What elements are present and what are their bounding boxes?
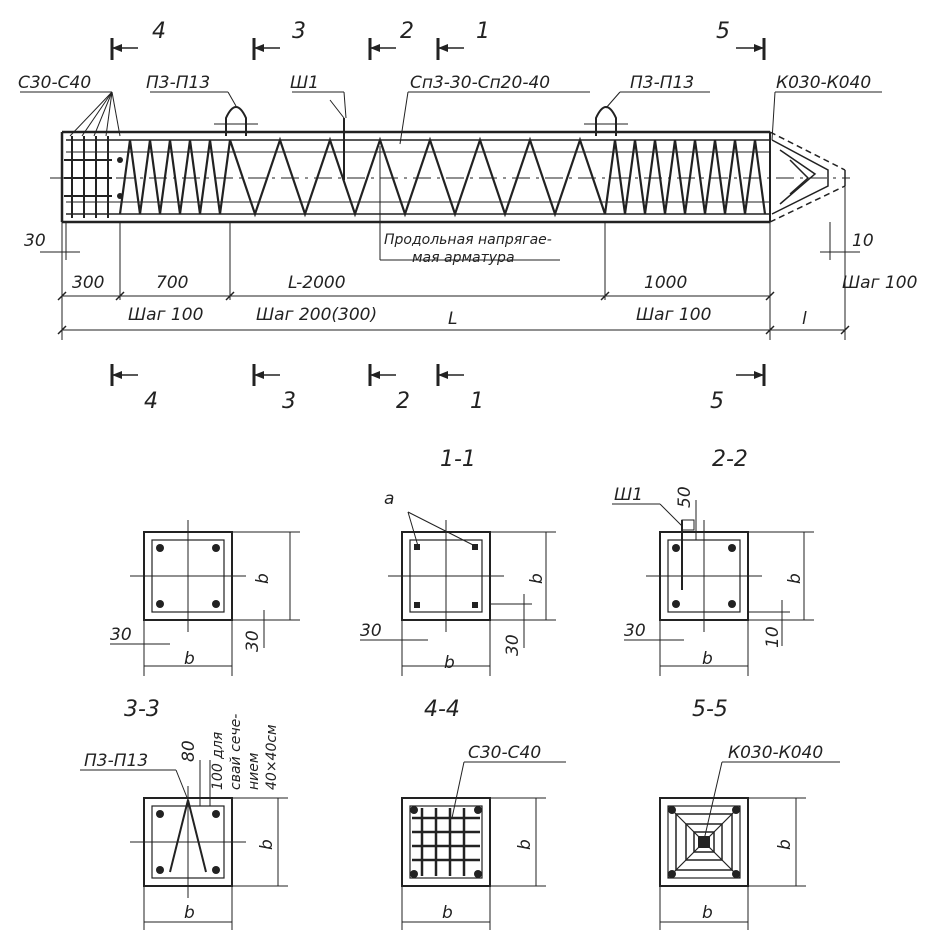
dim-700: 700 [156, 273, 188, 293]
lifting-loop-left [225, 106, 247, 136]
cut-mark-1-bottom: 1 [470, 389, 484, 414]
section-4-4: 4-4 С30-С40 b b [401, 697, 566, 930]
section-3-3-note-4: 40×40см [264, 724, 280, 790]
cut-mark-2-top: 2 [400, 19, 414, 44]
section-unnamed-dim-30: 30 [110, 625, 132, 645]
dim-L: L [448, 309, 457, 329]
section-2-2-dim-b-side: b [785, 573, 805, 584]
cut-mark-3-bottom: 3 [282, 389, 296, 414]
label-k030-k040: К030-К040 [776, 73, 871, 93]
lifting-loop-right [595, 106, 617, 136]
pile-tip [769, 131, 846, 223]
section-1-1-label-a: a [384, 489, 394, 509]
section-2-2-dim-10: 10 [763, 626, 783, 648]
cut-markers-bottom [110, 364, 766, 386]
label-c30-c40: С30-С40 [18, 73, 91, 93]
dim-step-100-right: Шаг 100 [636, 305, 711, 325]
section-1-1-dim-b: b [444, 653, 455, 673]
label-p3-p13-left: П3-П13 [146, 73, 210, 93]
section-2-2-dim-b: b [702, 649, 713, 669]
label-prestressed-2: мая арматура [412, 250, 515, 266]
dim-300: 300 [72, 273, 104, 293]
section-3-3-title: 3-3 [124, 697, 160, 722]
section-1-1-dim-30-side: 30 [503, 634, 523, 656]
section-2-2-dim-30: 30 [624, 621, 646, 641]
cut-mark-4-bottom: 4 [144, 389, 158, 414]
section-3-3: 3-3 П3-П13 80 100 для свай сече- нием 40… [80, 697, 288, 930]
dim-1000: 1000 [644, 273, 687, 293]
cut-mark-5-bottom: 5 [710, 389, 724, 414]
section-5-5-title: 5-5 [692, 697, 728, 722]
section-3-3-note-1: 100 для [210, 732, 226, 790]
spiral-rebar [118, 136, 767, 218]
section-1-1: 1-1 a b b 30 30 [360, 447, 556, 676]
section-4-4-dim-b: b [442, 903, 453, 923]
cut-mark-3-top: 3 [292, 19, 306, 44]
section-5-5-dim-b: b [702, 903, 713, 923]
section-2-2-dim-50: 50 [675, 486, 695, 508]
section-3-3-note-2: свай сече- [228, 714, 244, 790]
head-mesh [64, 136, 123, 218]
section-unnamed: b b 30 30 [110, 520, 300, 676]
section-3-3-note-3: нием [246, 752, 262, 790]
section-5-5: 5-5 К030-К040 b b [659, 697, 840, 930]
dim-step-100-end: Шаг 100 [842, 273, 917, 293]
section-2-2: 2-2 Ш1 50 b b 30 10 [612, 447, 814, 676]
section-3-3-dim-80: 80 [179, 740, 199, 762]
section-1-1-title: 1-1 [440, 447, 476, 472]
cut-mark-4-top: 4 [152, 19, 166, 44]
section-unnamed-dim-b: b [184, 649, 195, 669]
section-2-2-label-sh1: Ш1 [614, 485, 643, 505]
section-unnamed-dim-b-side: b [253, 573, 273, 584]
section-3-3-label-p3-p13: П3-П13 [84, 751, 148, 771]
cut-mark-1-top: 1 [476, 19, 490, 44]
section-2-2-title: 2-2 [712, 447, 748, 472]
section-5-5-dim-b-side: b [775, 839, 795, 850]
section-4-4-dim-b-side: b [515, 839, 535, 850]
section-4-4-title: 4-4 [424, 697, 460, 722]
section-5-5-label-k030-k040: К030-К040 [728, 743, 823, 763]
dim-step-200: Шаг 200(300) [256, 305, 377, 325]
label-prestressed-1: Продольная напрягае- [384, 232, 552, 248]
section-unnamed-dim-30-side: 30 [243, 630, 263, 652]
section-1-1-dim-b-side: b [527, 573, 547, 584]
cut-mark-5-top: 5 [716, 19, 730, 44]
cut-mark-2-bottom: 2 [396, 389, 410, 414]
label-sh1: Ш1 [290, 73, 319, 93]
label-p3-p13-right: П3-П13 [630, 73, 694, 93]
cut-markers-top [110, 38, 766, 60]
elevation-dimensions [40, 186, 860, 340]
dim-10: 10 [852, 231, 874, 251]
dim-30: 30 [24, 231, 46, 251]
section-4-4-label-c30-c40: С30-С40 [468, 743, 541, 763]
dim-step-100-left: Шаг 100 [128, 305, 203, 325]
section-3-3-dim-b: b [184, 903, 195, 923]
leaders [20, 91, 882, 261]
dim-l: l [802, 309, 807, 329]
section-1-1-dim-30: 30 [360, 621, 382, 641]
pile-elevation: С30-С40 П3-П13 Ш1 Сп3-30-Сп20-40 П3-П13 … [18, 19, 917, 414]
section-3-3-dim-b-side: b [257, 839, 277, 850]
label-sp3: Сп3-30-Сп20-40 [410, 73, 550, 93]
dim-L-2000: L-2000 [288, 273, 346, 293]
